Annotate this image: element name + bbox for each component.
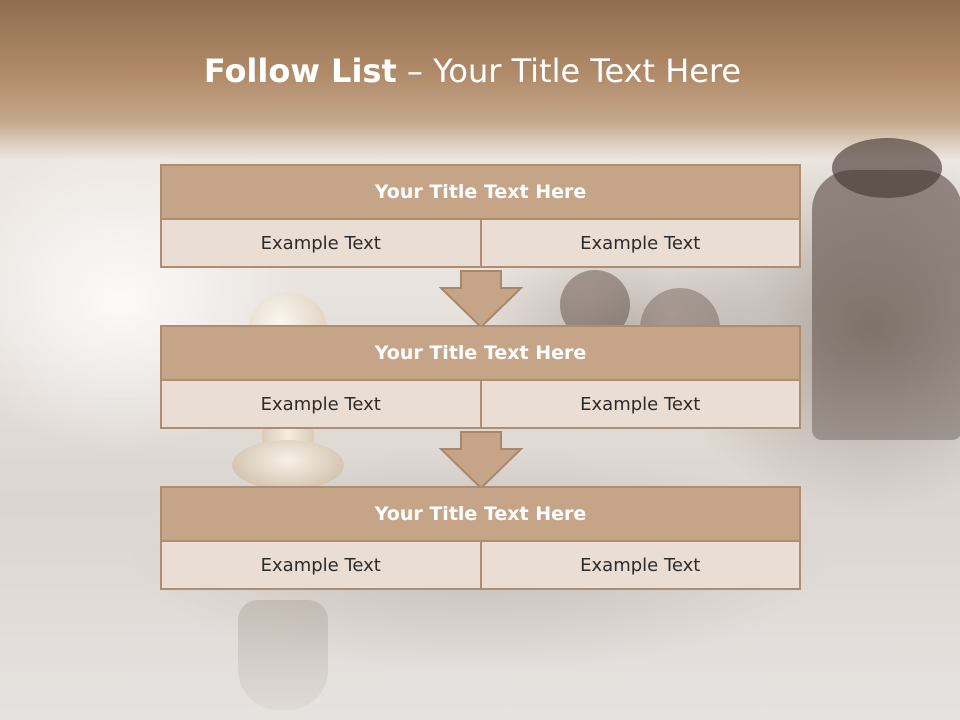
down-arrow-icon bbox=[438, 270, 524, 328]
block-cell-left: Example Text bbox=[160, 379, 482, 429]
pawn-reflection-shape bbox=[238, 600, 328, 710]
block-cell-right: Example Text bbox=[479, 379, 801, 429]
block-row: Example Text Example Text bbox=[160, 379, 801, 429]
list-block-2: Your Title Text Here Example Text Exampl… bbox=[160, 325, 801, 429]
slide-title: Follow List – Your Title Text Here bbox=[0, 52, 945, 90]
block-row: Example Text Example Text bbox=[160, 218, 801, 268]
block-cell-right: Example Text bbox=[479, 540, 801, 590]
king-body-shape bbox=[812, 170, 960, 440]
block-cell-left: Example Text bbox=[160, 218, 482, 268]
block-cell-right: Example Text bbox=[479, 218, 801, 268]
white-pawn-base-shape bbox=[232, 440, 344, 490]
block-header: Your Title Text Here bbox=[160, 325, 801, 381]
block-header: Your Title Text Here bbox=[160, 164, 801, 220]
title-band bbox=[0, 0, 960, 160]
block-header: Your Title Text Here bbox=[160, 486, 801, 542]
title-rest-text: – Your Title Text Here bbox=[406, 52, 742, 90]
block-cell-left: Example Text bbox=[160, 540, 482, 590]
down-arrow-icon bbox=[438, 431, 524, 489]
block-row: Example Text Example Text bbox=[160, 540, 801, 590]
title-bold-text: Follow List bbox=[203, 52, 397, 90]
list-block-1: Your Title Text Here Example Text Exampl… bbox=[160, 164, 801, 268]
list-block-3: Your Title Text Here Example Text Exampl… bbox=[160, 486, 801, 590]
